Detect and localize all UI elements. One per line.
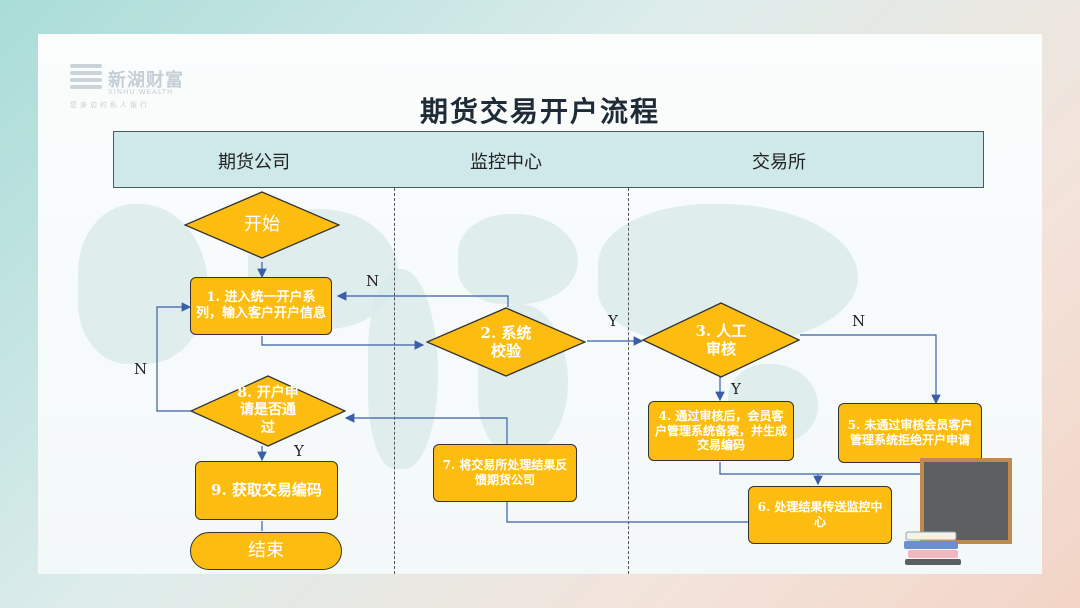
swimlane-header: 期货公司 监控中心 交易所 (113, 131, 984, 188)
yes-label: Y (608, 312, 618, 330)
slide: 新湖财富 XINHU WEALTH 您身边的私人银行 期货交易开户流程 期货公司… (38, 34, 1042, 574)
map-blob (78, 204, 208, 364)
step7-node: 7. 将交易所处理结果反馈期货公司 (433, 444, 577, 502)
books-icon (904, 531, 961, 565)
step5-node: 5. 未通过审核会员客户管理系统拒绝开户申请 (838, 403, 982, 463)
step6-node: 6. 处理结果传送监控中心 (748, 486, 892, 544)
page-title: 期货交易开户流程 (419, 95, 660, 128)
logo-icon (70, 64, 102, 90)
no-label: N (134, 360, 148, 378)
step3-node: 3. 人工审核 (642, 302, 800, 378)
no-label: N (366, 272, 380, 290)
map-blob (368, 269, 438, 469)
step4-node: 4. 通过审核后，会员客户管理系统备案，并生成交易编码 (648, 401, 794, 461)
logo-tagline: 您身边的私人银行 (70, 101, 150, 109)
step2-node: 2. 系统校验 (426, 307, 586, 377)
logo: 新湖财富 XINHU WEALTH 您身边的私人银行 (70, 64, 220, 114)
lane-label-futures-company: 期货公司 (218, 152, 290, 173)
step3-node-label: 3. 人工审核 (695, 321, 747, 358)
end-node: 结束 (190, 532, 342, 570)
yes-label: Y (294, 442, 304, 460)
step8-node: 8. 开户申请是否通过 (190, 375, 346, 447)
chalkboard-icon (920, 458, 1012, 544)
logo-name: 新湖财富 (108, 70, 184, 91)
yes-label: Y (731, 380, 741, 398)
no-label: N (852, 312, 866, 330)
step2-node-label: 2. 系统校验 (480, 323, 532, 360)
logo-english: XINHU WEALTH (108, 88, 174, 96)
lane-label-monitoring-center: 监控中心 (470, 152, 542, 173)
start-node-label: 开始 (244, 214, 280, 236)
step1-node: 1. 进入统一开户系列，输入客户开户信息 (190, 277, 332, 335)
lane-divider (394, 188, 395, 574)
lane-divider (628, 188, 629, 574)
step9-node: 9. 获取交易编码 (195, 461, 338, 520)
lane-label-exchange: 交易所 (752, 152, 806, 173)
step8-node-label: 8. 开户申请是否通过 (237, 385, 299, 436)
start-node: 开始 (184, 191, 340, 259)
map-blob (458, 214, 578, 304)
